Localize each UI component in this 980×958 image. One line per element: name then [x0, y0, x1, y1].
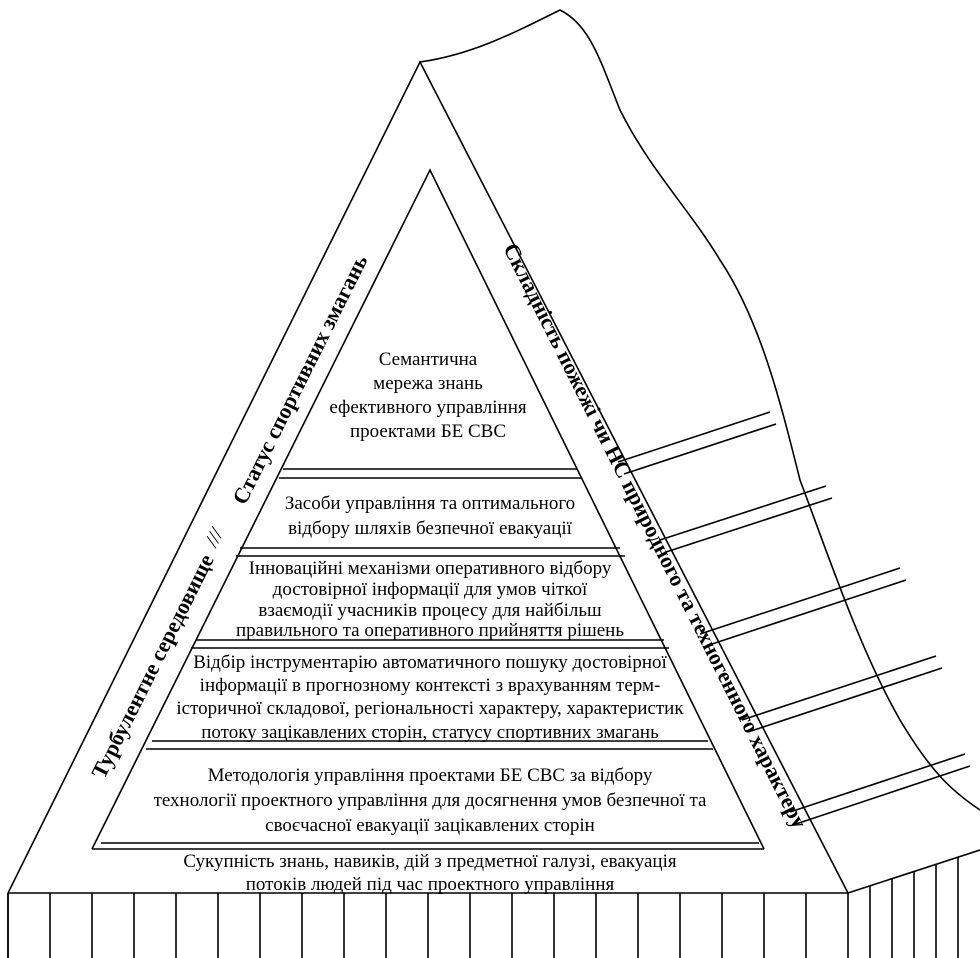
level-6-line-2: потоків людей під час проектного управлі…: [246, 874, 615, 895]
base-ticks-right: [869, 857, 959, 958]
level-separators: [101, 468, 759, 844]
level-5-line-2: технології проектного управління для дос…: [154, 790, 707, 811]
level-5-line-3: своєчасної евакуації зацікавлених сторін: [265, 815, 595, 836]
right-face-bands: [617, 411, 971, 825]
level-4-line-2: інформації в прогнозному контексті з вра…: [200, 675, 661, 696]
level-2-line-2: відбору шляхів безпечної евакуації: [288, 518, 573, 539]
pyramid-outline: [7, 9, 980, 958]
level-3-line-1: Інноваційні механізми оперативного відбо…: [249, 558, 612, 579]
level-1-line-2: мережа знань: [373, 373, 483, 394]
level-4-line-4: потоку зацікавлених сторін, статусу спор…: [201, 722, 659, 743]
base-ticks: [7, 893, 849, 958]
level-3: Інноваційні механізми оперативного відбо…: [236, 558, 624, 641]
level-1-line-1: Семантична: [379, 349, 478, 370]
level-6: Сукупність знань, навиків, дій з предмет…: [183, 851, 677, 895]
level-2: Засоби управління та оптимального відбор…: [285, 493, 575, 539]
level-6-line-1: Сукупність знань, навиків, дій з предмет…: [183, 851, 677, 872]
level-3-line-2: достовірної інформації для умов чіткої: [273, 579, 588, 600]
level-3-line-4: правильного та оперативного прийняття рі…: [236, 620, 624, 641]
level-2-line-1: Засоби управління та оптимального: [285, 493, 575, 514]
inner-triangle: [91, 168, 765, 850]
level-4-line-1: Відбір інструментарію автоматичного пошу…: [193, 652, 667, 673]
level-3-line-3: взаємодії учасників процесу для найбільш: [258, 600, 602, 621]
level-5-line-1: Методологія управління проектами БЕ СВС …: [208, 765, 653, 786]
right-face-wavy-edge: [419, 9, 980, 811]
level-1-line-3: ефективного управління: [329, 397, 526, 418]
level-1: Семантична мережа знань ефективного упра…: [329, 349, 526, 442]
separator-mark: ///: [200, 523, 229, 551]
level-4: Відбір інструментарію автоматичного пошу…: [176, 652, 684, 743]
level-1-line-4: проектами БЕ СВС: [350, 421, 506, 442]
level-5: Методологія управління проектами БЕ СВС …: [154, 765, 707, 836]
level-4-line-3: історичної складової, регіональності хар…: [176, 698, 684, 719]
